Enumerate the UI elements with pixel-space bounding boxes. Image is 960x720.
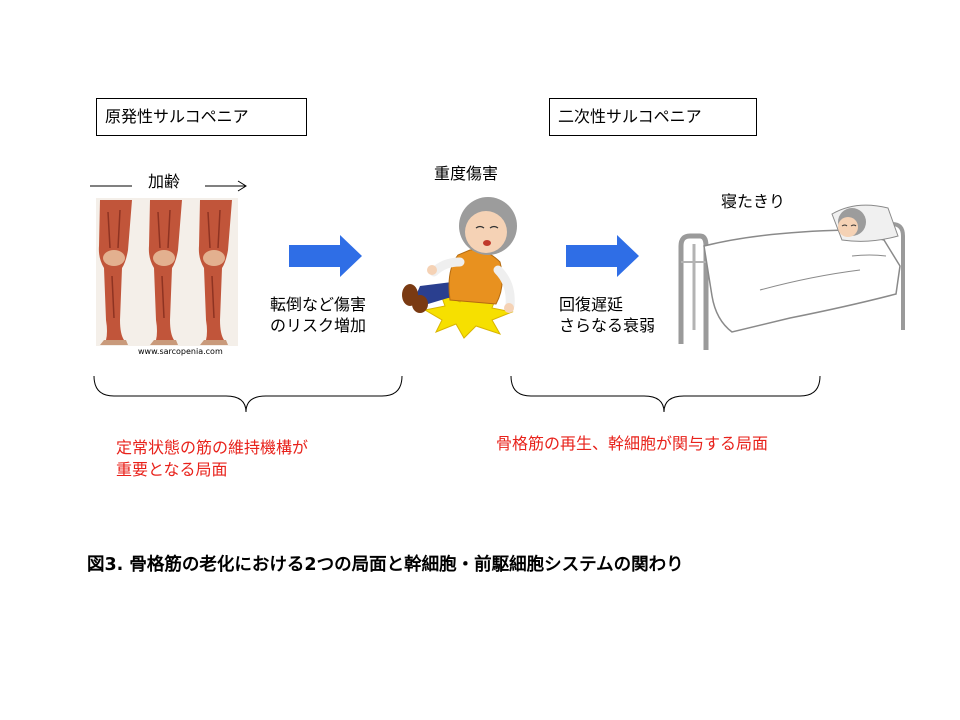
left-phase-description-line2: 重要となる局面 xyxy=(116,460,228,479)
secondary-sarcopenia-box: 二次性サルコペニア xyxy=(549,98,757,136)
fall-risk-label-line2: のリスク増加 xyxy=(270,316,367,335)
leg-1 xyxy=(98,200,132,345)
bedridden-label: 寝たきり xyxy=(721,192,786,211)
leg-3 xyxy=(198,200,232,345)
right-phase-description: 骨格筋の再生、幹細胞が関与する局面 xyxy=(496,434,769,453)
hospital-bed-illustration xyxy=(678,204,905,350)
arrow-right-1-icon xyxy=(289,235,362,277)
image-source-credit: www.sarcopenia.com xyxy=(138,347,223,356)
arrow-right-2-icon xyxy=(566,235,639,277)
aging-label: 加齢 xyxy=(148,172,181,191)
figure-caption: 図3. 骨格筋の老化における2つの局面と幹細胞・前駆細胞システムの関わり xyxy=(87,555,684,575)
primary-sarcopenia-box: 原発性サルコペニア xyxy=(96,98,307,136)
recovery-delay-label-line1: 回復遅延 xyxy=(559,295,624,314)
leg-2 xyxy=(148,200,182,345)
recovery-delay-label-line2: さらなる衰弱 xyxy=(559,316,656,335)
fallen-elderly-woman-illustration xyxy=(402,197,517,339)
left-phase-description-line1: 定常状態の筋の維持機構が xyxy=(116,438,309,457)
secondary-sarcopenia-label: 二次性サルコペニア xyxy=(558,107,702,126)
left-curly-bracket xyxy=(93,375,403,413)
legs-muscle-image xyxy=(96,198,238,346)
severe-injury-label: 重度傷害 xyxy=(434,164,499,183)
aging-arrowhead xyxy=(237,180,247,192)
primary-sarcopenia-label: 原発性サルコペニア xyxy=(105,107,249,126)
fall-risk-label-line1: 転倒など傷害 xyxy=(270,295,367,314)
right-curly-bracket xyxy=(510,375,821,413)
